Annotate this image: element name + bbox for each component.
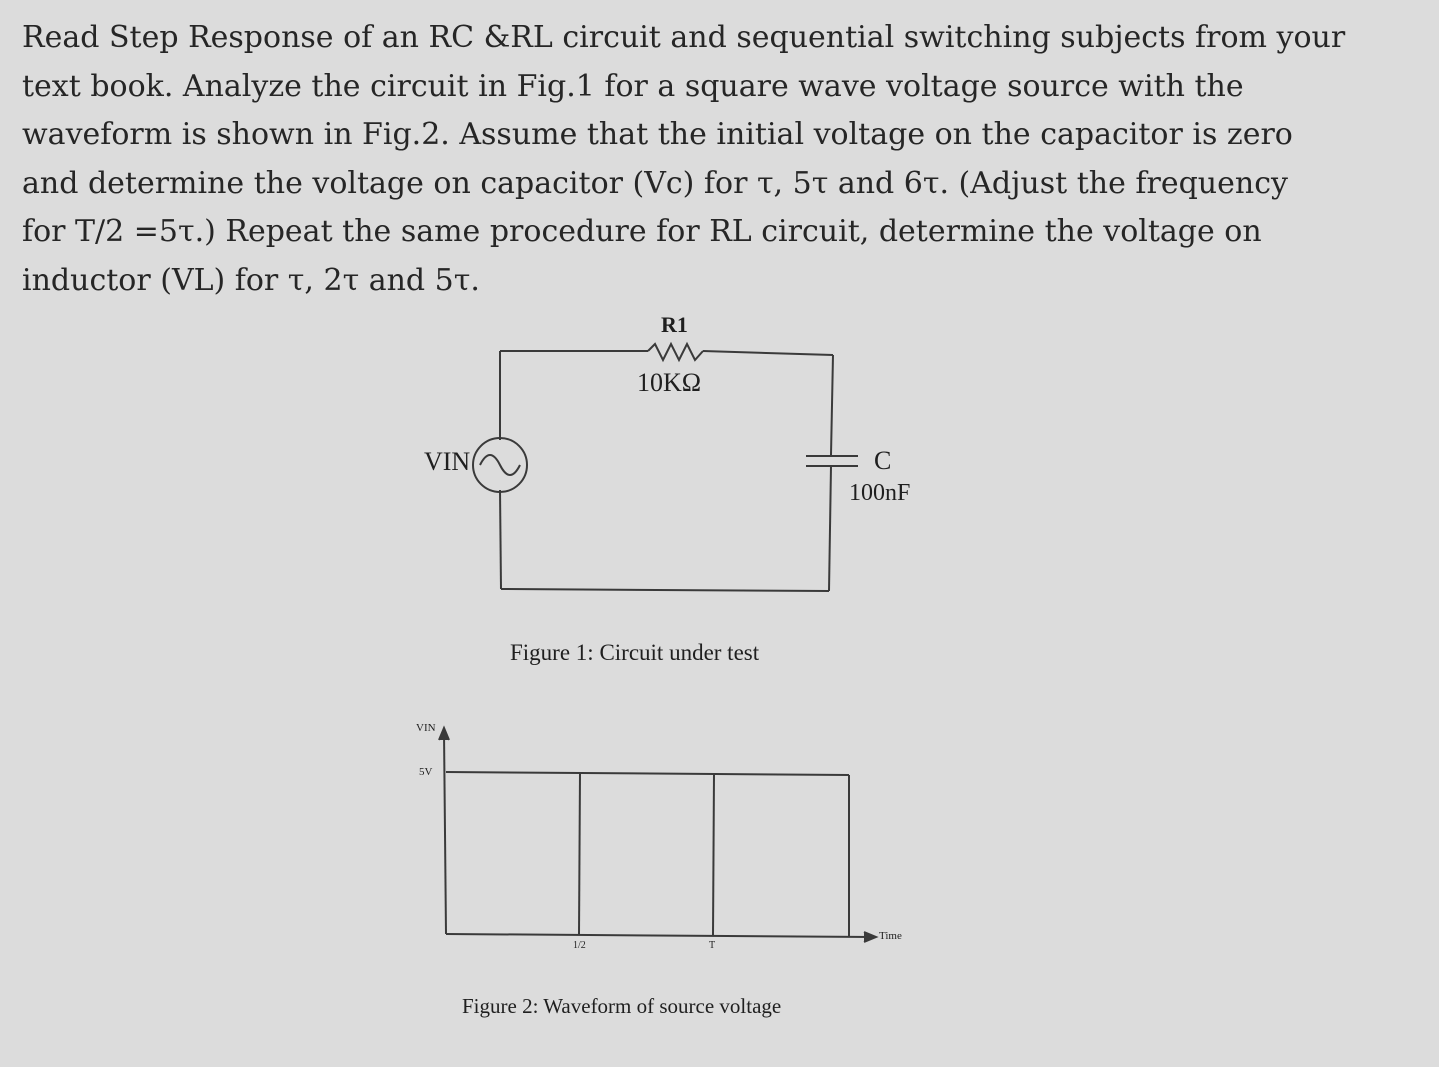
level-5v-label: 5V (419, 766, 433, 778)
wave-edge-period (712, 773, 715, 936)
resistor-label: R1 (661, 312, 688, 337)
tick-period-label: T (709, 940, 716, 951)
problem-line-3: waveform is shown in Fig.2. Assume that … (22, 117, 1293, 152)
problem-line-1: Read Step Response of an RC &RL circuit … (22, 20, 1346, 55)
capacitor-value: 100nF (849, 480, 911, 506)
figure2-caption: Figure 2: Waveform of source voltage (462, 994, 782, 1018)
ac-source-symbol (472, 437, 528, 493)
y-axis-arrow (438, 725, 450, 741)
resistor-value: 10KΩ (637, 368, 702, 397)
source-label: VIN (424, 447, 471, 476)
problem-statement: Read Step Response of an RC &RL circuit … (22, 14, 1346, 305)
wave-edge-half (578, 772, 581, 935)
figure1-caption: Figure 1: Circuit under test (510, 640, 760, 665)
y-axis (443, 731, 447, 935)
tick-half-label: 1/2 (573, 940, 586, 951)
x-axis-arrow (863, 931, 879, 943)
problem-line-4: and determine the voltage on capacitor (… (22, 165, 1288, 201)
problem-line-2: text book. Analyze the circuit in Fig.1 … (22, 68, 1244, 104)
resistor-symbol (647, 341, 704, 363)
problem-line-6: inductor (VL) for τ, 2τ and 5τ. (22, 262, 480, 298)
wave-high-level (445, 771, 850, 776)
problem-line-5: for T/2 =5τ.) Repeat the same procedure … (22, 214, 1262, 249)
capacitor-label: C (874, 446, 892, 475)
x-axis (445, 933, 873, 938)
x-axis-label: Time (879, 930, 902, 942)
y-axis-label: VIN (416, 722, 436, 734)
